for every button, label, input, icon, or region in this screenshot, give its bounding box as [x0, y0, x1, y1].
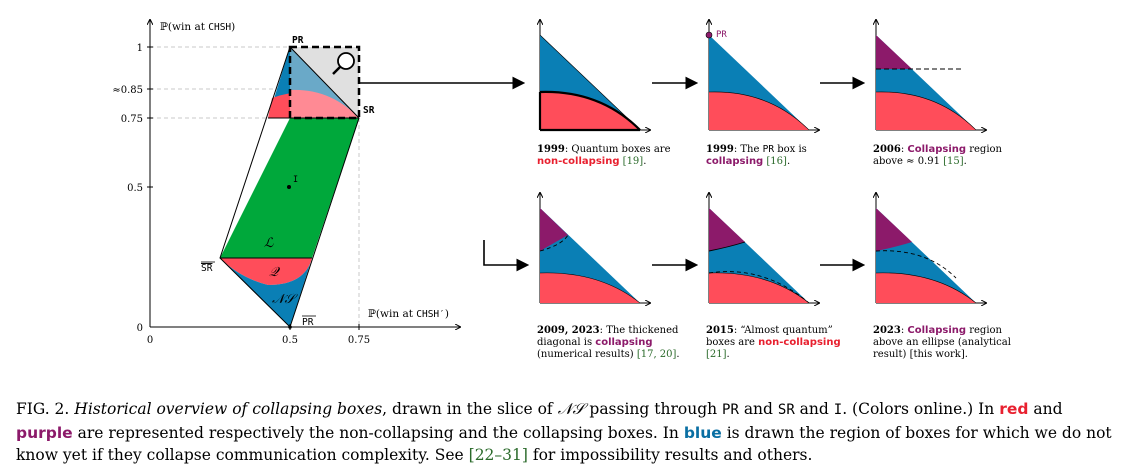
- y-tick-05: 0.5: [127, 183, 143, 194]
- panel-1999-quantum: [540, 20, 650, 130]
- x-tick-0: 0: [147, 335, 153, 346]
- x-tick-075: 0.75: [348, 335, 370, 346]
- figure-caption: FIG. 2. Historical overview of collapsin…: [16, 400, 1112, 464]
- label-sr-bar: SR: [201, 263, 213, 274]
- panel-caption-1: 1999: Quantum boxes are non-collapsing […: [537, 144, 671, 167]
- guide-lines: [150, 46, 360, 327]
- quantum-region-lower: [220, 258, 312, 285]
- panel-2009-2023: [540, 193, 650, 303]
- label-pr-bar: PR: [302, 317, 314, 328]
- panel-2023: [876, 193, 986, 303]
- panel-caption-4: 2009, 2023: The thickened diagonal is co…: [537, 325, 680, 360]
- label-i: I: [293, 175, 298, 185]
- y-tick-0: 0: [137, 323, 143, 334]
- label-ns: 𝒩𝒮: [272, 292, 298, 307]
- panel-2006: [876, 20, 986, 130]
- figure-2-diagram: 1 ≈0.85 0.75 0.5 0 0 0.5 0.75 ℙ(win at C…: [112, 0, 1136, 346]
- label-local: ℒ: [264, 236, 274, 251]
- panel-caption-6: 2023: Collapsing region above an ellipse…: [873, 325, 1011, 360]
- arrow-row-wrap: [483, 240, 530, 272]
- panel-1999-pr: PR: [705, 20, 819, 130]
- y-tick-085: ≈0.85: [112, 85, 143, 96]
- ns-region-lower: [220, 258, 312, 327]
- x-tick-05: 0.5: [282, 335, 298, 346]
- main-plot: 1 ≈0.85 0.75 0.5 0 0 0.5 0.75 ℙ(win at C…: [112, 20, 460, 346]
- label-quantum: 𝒬: [269, 265, 281, 280]
- panel-caption-2: 1999: The PR box is collapsing [16].: [706, 144, 807, 167]
- panel-2015: [709, 193, 819, 303]
- panel-pr-label: PR: [716, 30, 727, 40]
- x-axis-label: ℙ(win at CHSH′): [368, 308, 449, 320]
- label-pr: PR: [292, 35, 304, 46]
- panel-caption-3: 2006: Collapsing region above ≈ 0.91 [15…: [873, 144, 1002, 167]
- panel-caption-5: 2015: “Almost quantum” boxes are non-col…: [706, 325, 841, 360]
- magnifier-icon: [332, 52, 355, 75]
- quantum-region-upper-light: [290, 89, 359, 118]
- y-axis-label: ℙ(win at CHSH): [160, 21, 235, 33]
- y-tick-075: 0.75: [121, 114, 143, 125]
- point-i: [287, 185, 291, 189]
- y-tick-1: 1: [137, 43, 143, 54]
- label-sr: SR: [363, 105, 375, 116]
